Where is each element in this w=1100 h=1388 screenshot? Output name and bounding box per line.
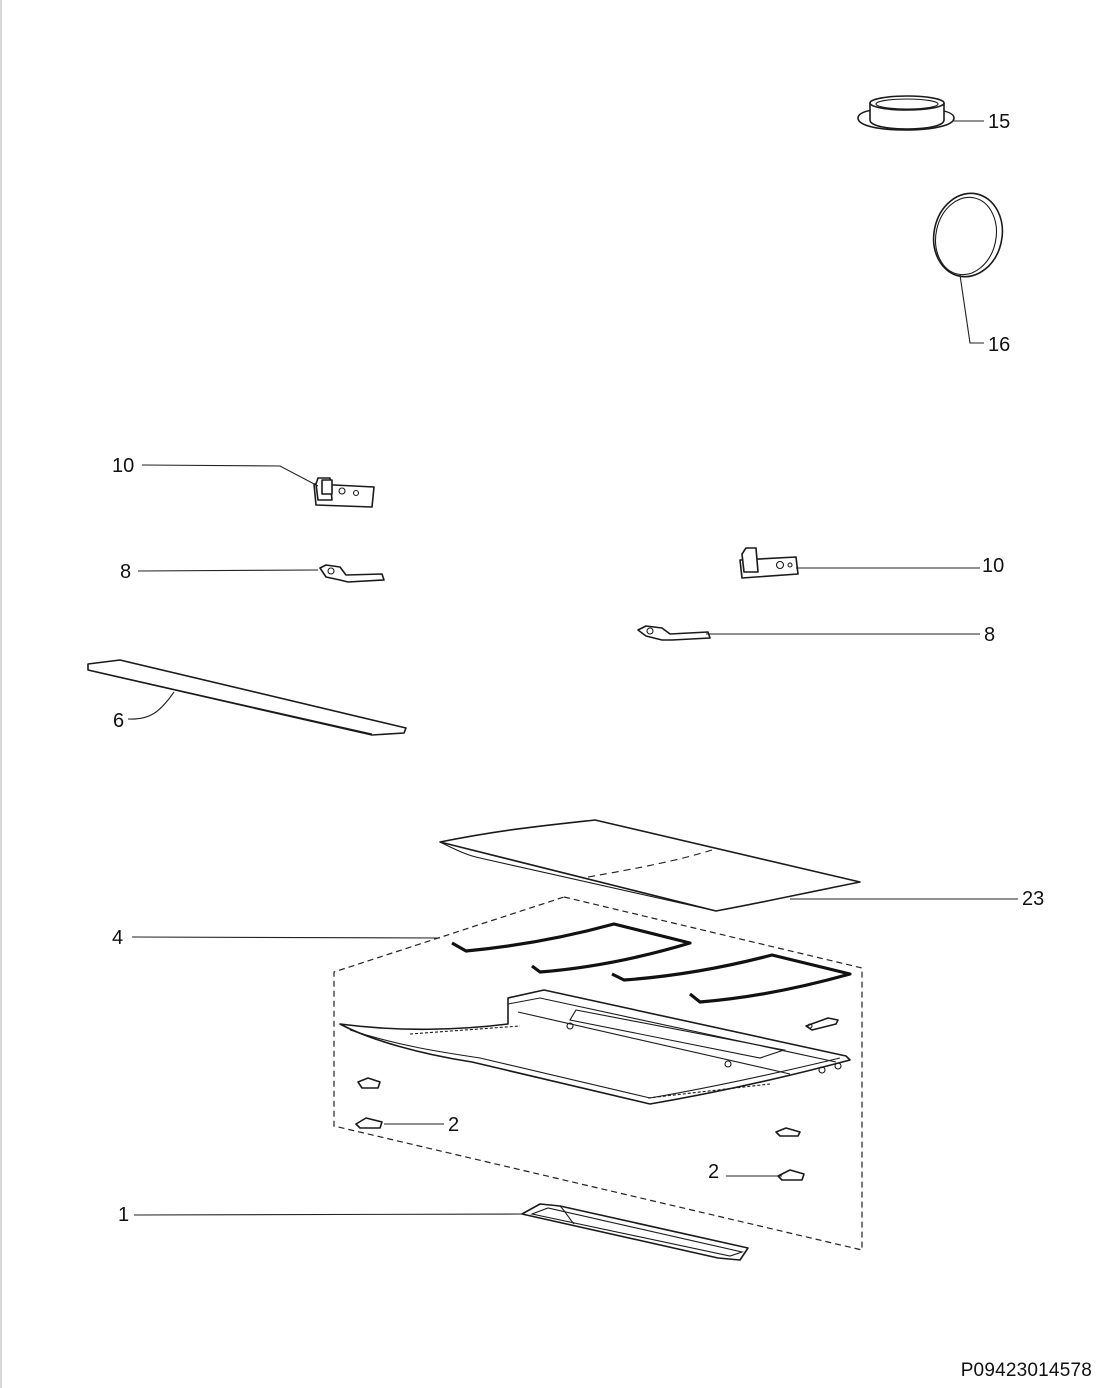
- part-16-filter-disc[interactable]: [926, 187, 1010, 283]
- callout-8-right: 8: [984, 624, 995, 646]
- leader-10-left: [141, 464, 319, 487]
- part-8-latch-left[interactable]: [319, 564, 385, 583]
- callout-1: 1: [118, 1204, 129, 1226]
- leader-4: [131, 936, 441, 939]
- callout-2-right: 2: [708, 1161, 719, 1183]
- leader-16: [959, 274, 984, 344]
- part-6-front-strip[interactable]: [87, 659, 407, 736]
- part-4-frame[interactable]: [339, 989, 851, 1105]
- part-8-latch-right[interactable]: [637, 625, 711, 641]
- part-2-clip-d[interactable]: [777, 1169, 805, 1181]
- part-15-collar[interactable]: [857, 95, 955, 131]
- callout-6: 6: [113, 710, 124, 732]
- callout-2-left: 2: [448, 1114, 459, 1136]
- callout-16: 16: [988, 334, 1010, 356]
- part-1-lower-trim[interactable]: [521, 1203, 749, 1261]
- part-10-hinge-left[interactable]: [313, 477, 375, 508]
- part-2-clip-b[interactable]: [355, 1117, 383, 1129]
- callout-8-left: 8: [120, 561, 131, 583]
- assembly-boundary: [333, 896, 863, 1251]
- leader-6: [127, 691, 175, 720]
- leader-1: [133, 1213, 525, 1216]
- part-10-hinge-right[interactable]: [739, 547, 799, 579]
- callout-10-right: 10: [982, 555, 1004, 577]
- callout-23: 23: [1022, 888, 1044, 910]
- part-bracket-small[interactable]: [805, 1017, 839, 1031]
- part-2-clip-c[interactable]: [775, 1127, 801, 1137]
- page-edge-rule: [0, 0, 2, 1388]
- document-id: P09423014578: [960, 1360, 1092, 1381]
- callout-15: 15: [988, 111, 1010, 133]
- part-23-glass-panel[interactable]: [439, 819, 861, 912]
- callout-4: 4: [112, 927, 123, 949]
- part-4-gasket-strips[interactable]: [451, 922, 852, 1004]
- part-2-clip-a[interactable]: [357, 1077, 381, 1089]
- leader-8-left: [137, 569, 319, 572]
- callout-10-left: 10: [112, 455, 134, 477]
